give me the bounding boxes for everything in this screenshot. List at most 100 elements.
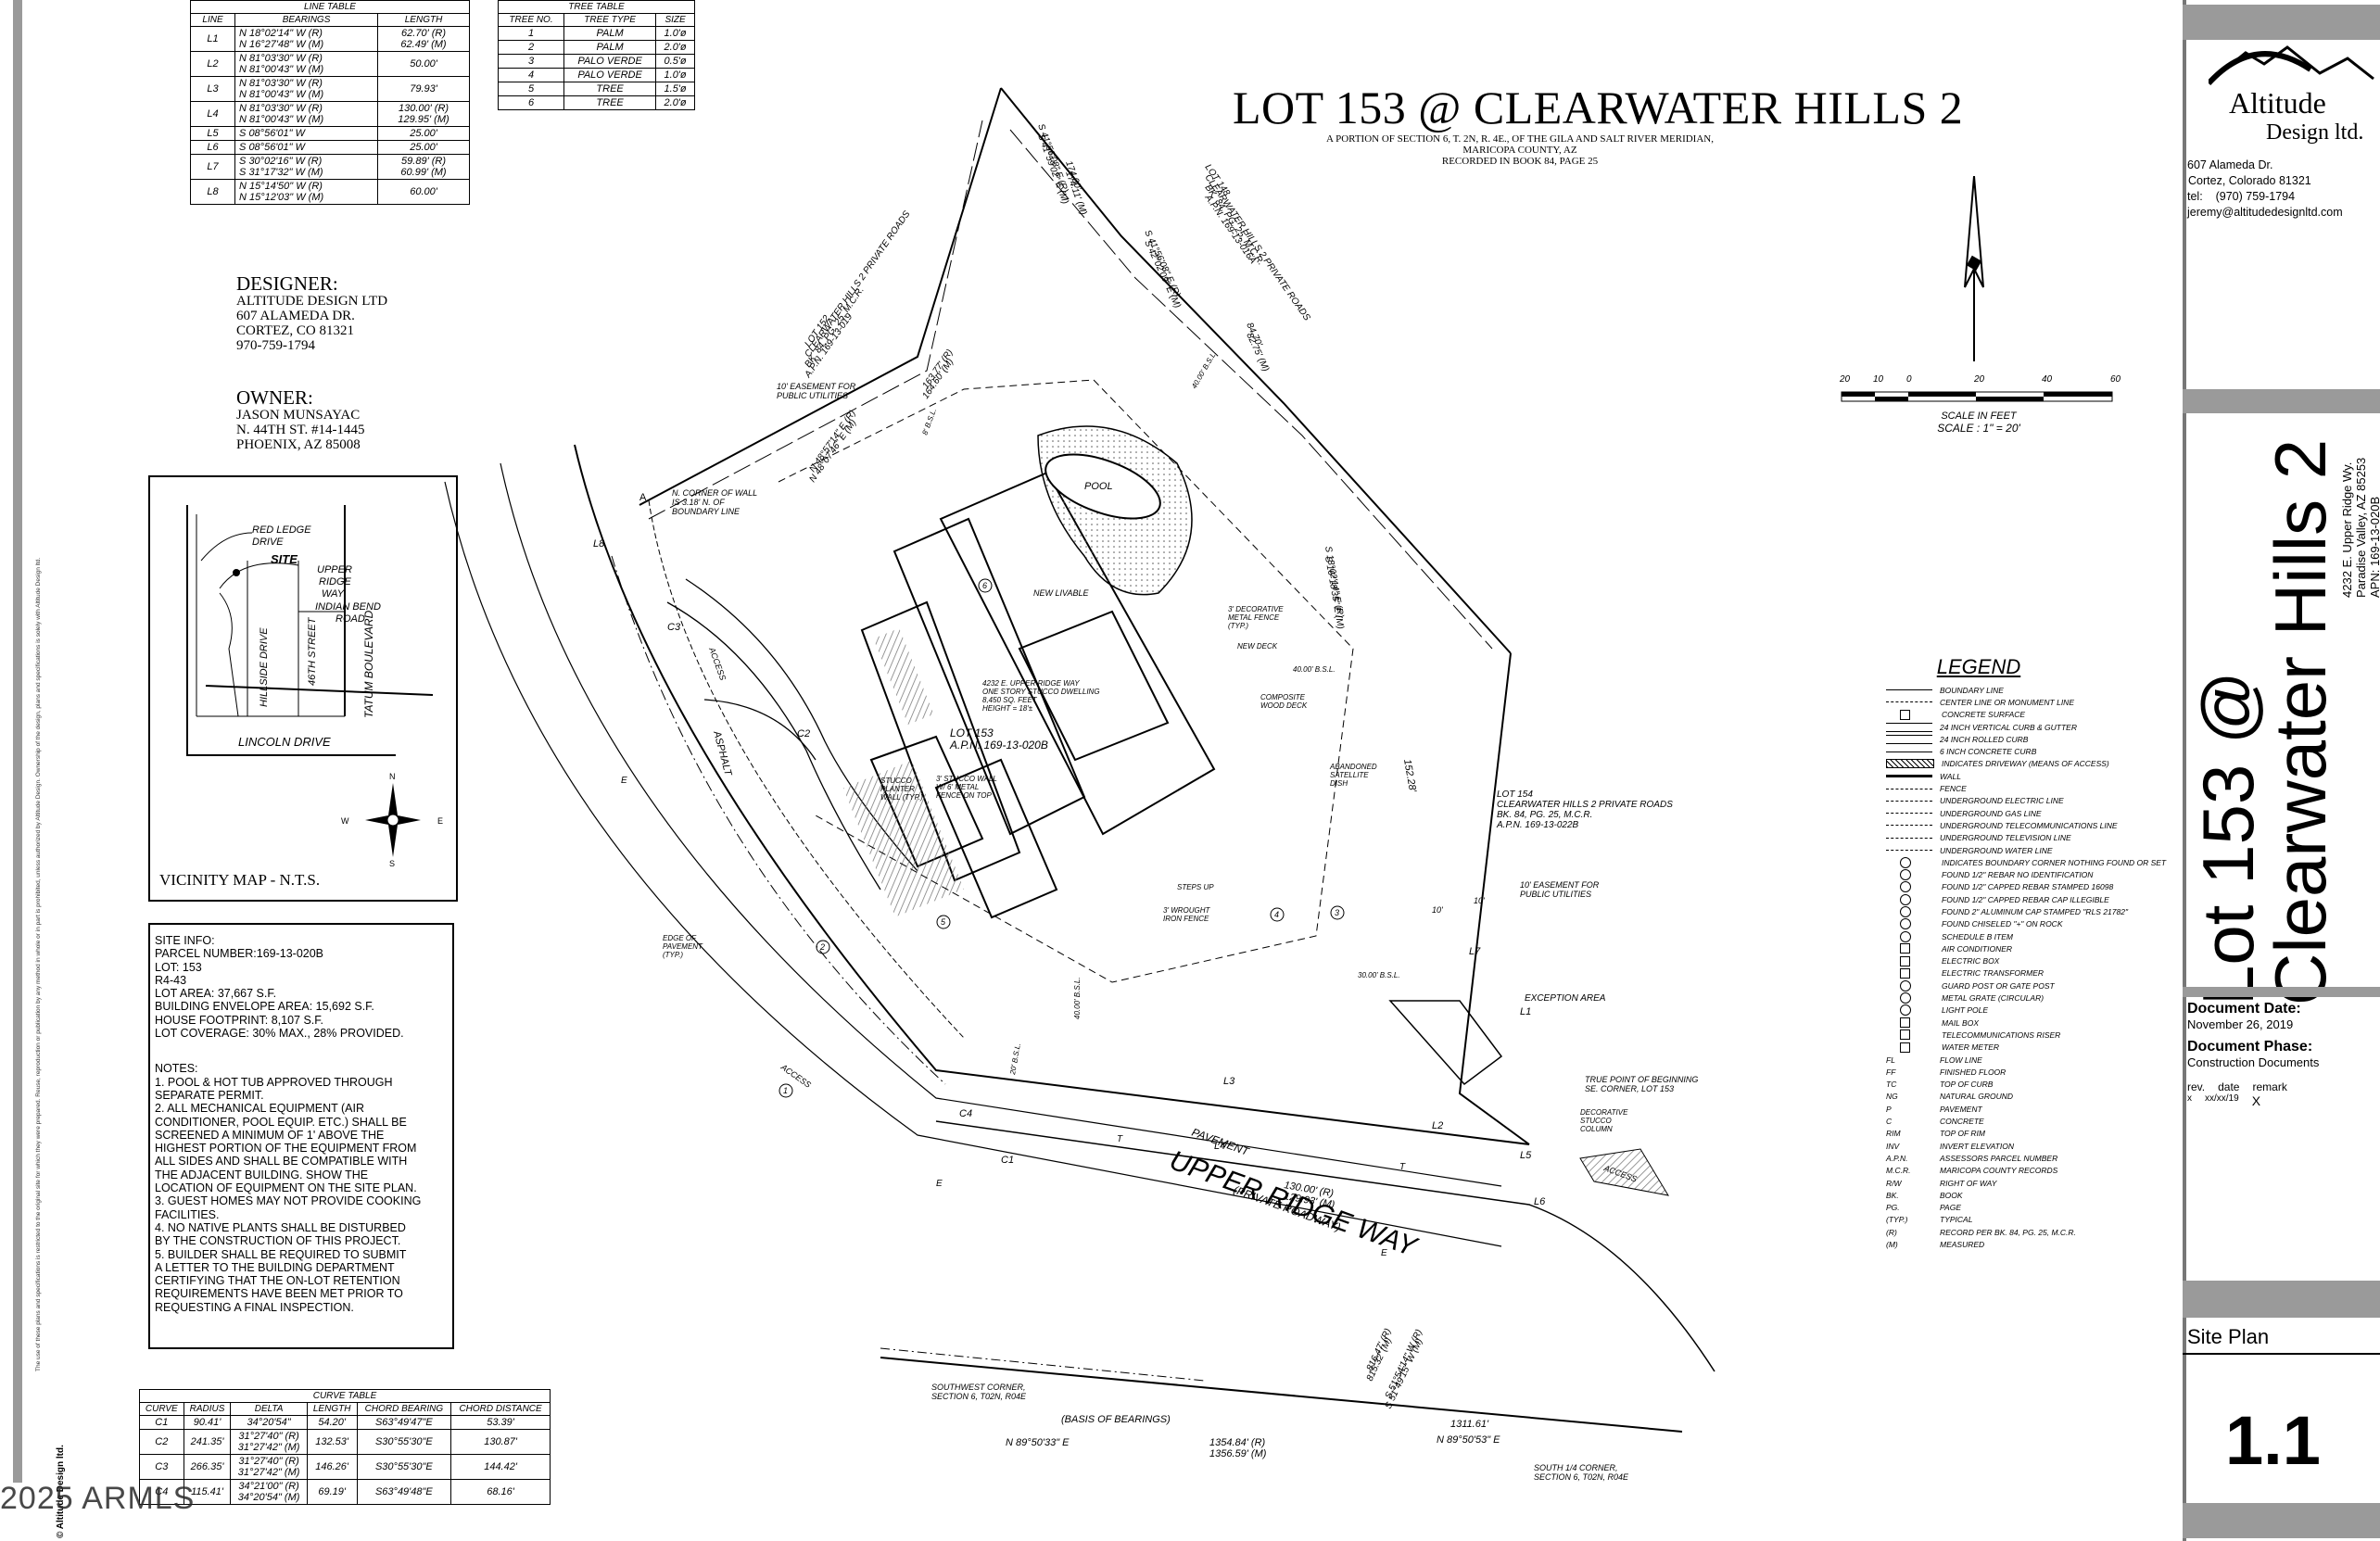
bearing-label: N 89°50'33" E (1006, 1437, 1070, 1448)
deco-fence-label: (TYP.) (1228, 622, 1248, 630)
email-link[interactable]: jeremy@altitudedesignltd.com (2187, 206, 2343, 219)
watermark: 2025 ARMLS (0, 1481, 195, 1517)
legend-symbol (1900, 930, 1911, 942)
vm-road: ROAD (335, 613, 365, 625)
legend-symbol: FL (1886, 1055, 1895, 1065)
site-note-line: CERTIFYING THAT THE ON-LOT RETENTION (155, 1274, 400, 1288)
bearing-value: S 30°02'16" W (R) (239, 156, 323, 167)
legend-symbol (1900, 943, 1910, 954)
legend-symbol (1900, 1042, 1910, 1053)
line-label: L7 (1469, 946, 1481, 957)
legend-item: WATER METER (1886, 1042, 2183, 1054)
legend-symbol (1900, 881, 1911, 893)
vm-upper: UPPER (317, 564, 352, 575)
curve-radius: 241.35' (183, 1429, 232, 1455)
vm-way: WAY (322, 588, 345, 600)
curve-length: 132.53' (306, 1429, 358, 1455)
line-id: L6 (189, 140, 236, 155)
delta-value: 31°27'42" (M) (237, 1467, 300, 1478)
legend-symbol (1900, 979, 1911, 992)
scale-tick: 20 (1974, 374, 1985, 385)
easement-label: 10' EASEMENT FOR (1520, 880, 1600, 890)
designer-block: DESIGNER: ALTITUDE DESIGN LTD 607 ALAMED… (236, 273, 387, 353)
curve-id: C3 (139, 1454, 184, 1480)
site-note-line: THE ADJACENT BUILDING. SHOW THE (155, 1168, 369, 1181)
easement-label: PUBLIC UTILITIES (777, 391, 848, 400)
project-address: 4232 E. Upper Ridge Wy. Paradise Valley,… (2340, 458, 2380, 598)
distance-label: 1356.59' (M) (1209, 1448, 1267, 1459)
length-value: 59.89' (R) (401, 156, 446, 167)
north-arrow-icon (365, 783, 421, 857)
legend-item: FOUND 1/2" REBAR NO IDENTIFICATION (1886, 868, 2183, 881)
title-block-border (2183, 0, 2186, 1541)
sw-corner-label: SECTION 6, T02N, R04E (931, 1392, 1027, 1401)
site-note-line: REQUIREMENTS HAVE BEEN MET PRIOR TO (155, 1287, 403, 1301)
line-id: L4 (189, 101, 236, 127)
length-value: 25.00' (410, 142, 437, 153)
stucco-planter-label: STUCCO (880, 777, 912, 785)
curve-label: C2 (797, 728, 810, 739)
legend-label: WALL (1940, 771, 1961, 781)
compass-n: N (389, 772, 396, 781)
legend-item: ELECTRIC TRANSFORMER (1886, 967, 2183, 979)
legend-label: GUARD POST OR GATE POST (1942, 980, 2055, 991)
curve-length: 146.26' (306, 1454, 358, 1480)
legend-label: INDICATES DRIVEWAY (MEANS OF ACCESS) (1942, 759, 2109, 769)
scale-tick: 0 (1906, 374, 1912, 385)
satellite-label: ABANDONED (1329, 763, 1377, 771)
legend-label: FOUND CHISELED "+" ON ROCK (1942, 919, 2063, 929)
stucco-wall-label: W/ 6' METAL (936, 783, 979, 791)
vm-tatum: TATUM BOULEVARD (362, 610, 375, 718)
title-main: LOT 153 @ CLEARWATER HILLS 2 (1233, 82, 1964, 133)
site-note-line: 4. NO NATIVE PLANTS SHALL BE DISTURBED (155, 1220, 406, 1234)
owner-block: OWNER: JASON MUNSAYAC N. 44TH ST. #14-14… (236, 387, 364, 452)
doc-phase-label: Document Phase: (2187, 1039, 2313, 1055)
distance-label: 1311.61' (1450, 1419, 1489, 1430)
legend-item: TELECOMMUNICATIONS RISER (1886, 1029, 2183, 1041)
exception-area (1388, 1000, 1503, 1086)
legend-symbol (1886, 759, 1934, 769)
tb-top-bar (2183, 5, 2380, 40)
lot-154-label: A.P.N. 169-13-022B (1496, 820, 1579, 830)
length-value: 79.93' (410, 83, 437, 95)
pool: POOL (1037, 425, 1193, 596)
vm-drive: DRIVE (252, 537, 284, 548)
line-id: L2 (189, 51, 236, 77)
stucco-planter-label: WALL (TYP.) (880, 793, 923, 802)
section-line (880, 1347, 1683, 1433)
curve-delta: 34°21'00" (R)34°20'54" (M) (230, 1479, 308, 1505)
doc-date-label: Document Date: (2187, 1001, 2301, 1017)
legend-label: MARICOPA COUNTY RECORDS (1940, 1166, 2058, 1176)
line-lengths: 59.89' (R)60.99' (M) (377, 154, 470, 180)
tree-marker (936, 915, 951, 929)
lot-boundary (444, 87, 1715, 1372)
drawing-title: LOT 153 @ CLEARWATER HILLS 2 A PORTION O… (1233, 82, 1993, 167)
easement-label: PUBLIC UTILITIES (1520, 890, 1591, 899)
length-value: 25.00' (410, 128, 437, 139)
bsl-label: 8' B.S.L. (920, 407, 938, 436)
legend-label: CENTER LINE OR MONUMENT LINE (1940, 697, 2074, 707)
pool-label: POOL (1084, 481, 1113, 492)
length-value: 129.95' (M) (398, 114, 449, 125)
site-note-line: FACILITIES. (155, 1207, 220, 1221)
compass-e: E (437, 816, 443, 826)
line-label: L1 (1520, 1006, 1531, 1017)
marker-a: A (639, 492, 647, 503)
scale-tick: 20 (1840, 374, 1851, 385)
bearing-value: N 15°14'50" W (R) (239, 181, 323, 192)
project-name: Lot 153 @ Clearwater Hills 2 (2187, 412, 2341, 1005)
company-address: 607 Alameda Dr. Cortez, Colorado 81321 t… (2187, 158, 2343, 221)
legend-label: AIR CONDITIONER (1942, 943, 2013, 954)
vm-site: SITE (271, 552, 298, 566)
legend-item: FENCE (1886, 782, 2183, 794)
legend-label: 24 INCH ROLLED CURB (1940, 734, 2029, 744)
tree-size: 2.0'ø (655, 95, 695, 110)
site-notes: NOTES:1. POOL & HOT TUB APPROVED THROUGH… (150, 1062, 452, 1314)
wall-corner-note: BOUNDARY LINE (672, 507, 741, 516)
line-lengths: 79.93' (377, 76, 470, 102)
